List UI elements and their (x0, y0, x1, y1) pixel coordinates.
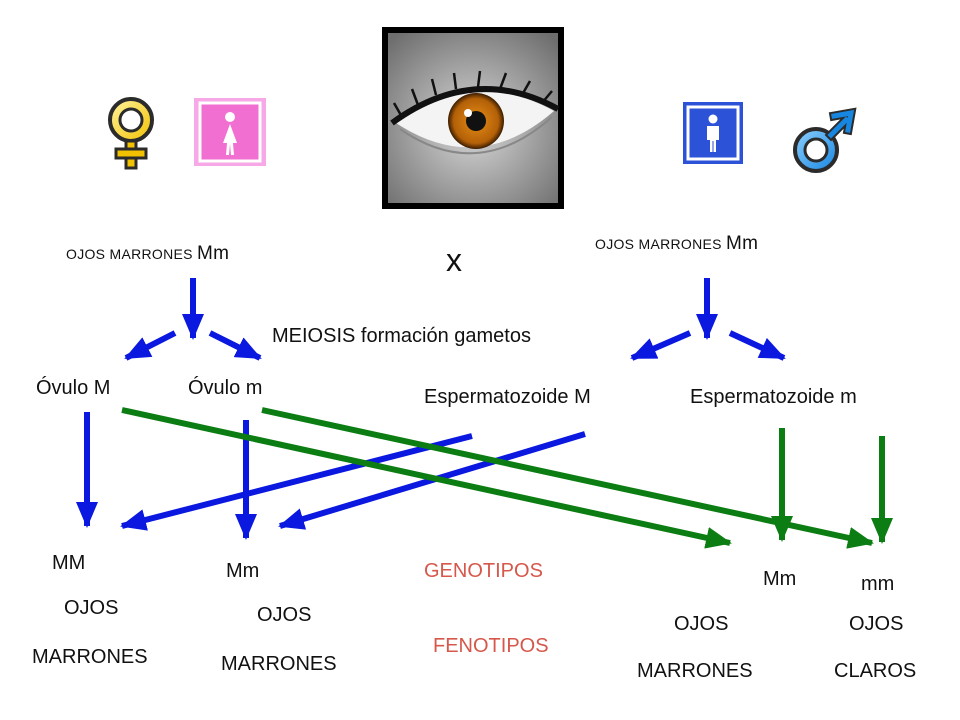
arrow-mother-to-ovulo-m (208, 330, 262, 361)
offspring-3-genotype: Mm (763, 568, 797, 590)
arrow-father-to-esperma-m (728, 330, 786, 361)
arrow-mother-to-ovulo-M (124, 330, 177, 361)
arrow-ovulo-M-to-Mm (121, 407, 732, 549)
male-symbol-icon (793, 107, 857, 173)
gamete-ovulo-m: Óvulo m (188, 377, 263, 399)
father-phenotype: OJOS MARRONES Mm (595, 234, 758, 253)
offspring-2-phenotype-line1: OJOS (257, 604, 312, 626)
offspring-2-genotype: Mm (226, 560, 260, 582)
fenotipos-label: FENOTIPOS (433, 635, 549, 657)
man-restroom-icon (683, 102, 743, 164)
father-genotype: Mm (726, 233, 759, 254)
female-symbol-icon (108, 97, 154, 170)
genotipos-label: GENOTIPOS (424, 560, 543, 582)
father-phenotype-label: OJOS MARRONES (595, 236, 722, 252)
offspring-1-phenotype-line1: OJOS (64, 597, 119, 619)
cross-symbol: x (446, 242, 462, 278)
offspring-4-phenotype-line2: CLAROS (834, 660, 917, 682)
mother-phenotype: OJOS MARRONES Mm (66, 244, 229, 263)
offspring-4-phenotype-line1: OJOS (849, 613, 904, 635)
gamete-ovulo-M: Óvulo M (36, 377, 111, 399)
mother-phenotype-label: OJOS MARRONES (66, 246, 193, 262)
arrow-esperma-M-to-MM (120, 433, 473, 531)
offspring-3-phenotype-line1: OJOS (674, 613, 729, 635)
arrow-ovulo-m-to-mm (261, 407, 874, 549)
gamete-espermatozoide-m: Espermatozoide m (690, 386, 857, 408)
mother-genotype: Mm (197, 243, 230, 264)
offspring-1-phenotype-line2: MARRONES (32, 646, 148, 668)
gamete-espermatozoide-M: Espermatozoide M (424, 386, 591, 408)
woman-restroom-icon (194, 98, 266, 166)
offspring-3-phenotype-line2: MARRONES (637, 660, 753, 682)
offspring-1-genotype: MM (52, 552, 86, 574)
offspring-4-genotype: mm (861, 573, 895, 595)
offspring-2-phenotype-line2: MARRONES (221, 653, 337, 675)
arrow-father-to-esperma-M (630, 330, 692, 361)
meiosis-label: MEIOSIS formación gametos (272, 325, 531, 347)
eye-photo (382, 27, 564, 209)
